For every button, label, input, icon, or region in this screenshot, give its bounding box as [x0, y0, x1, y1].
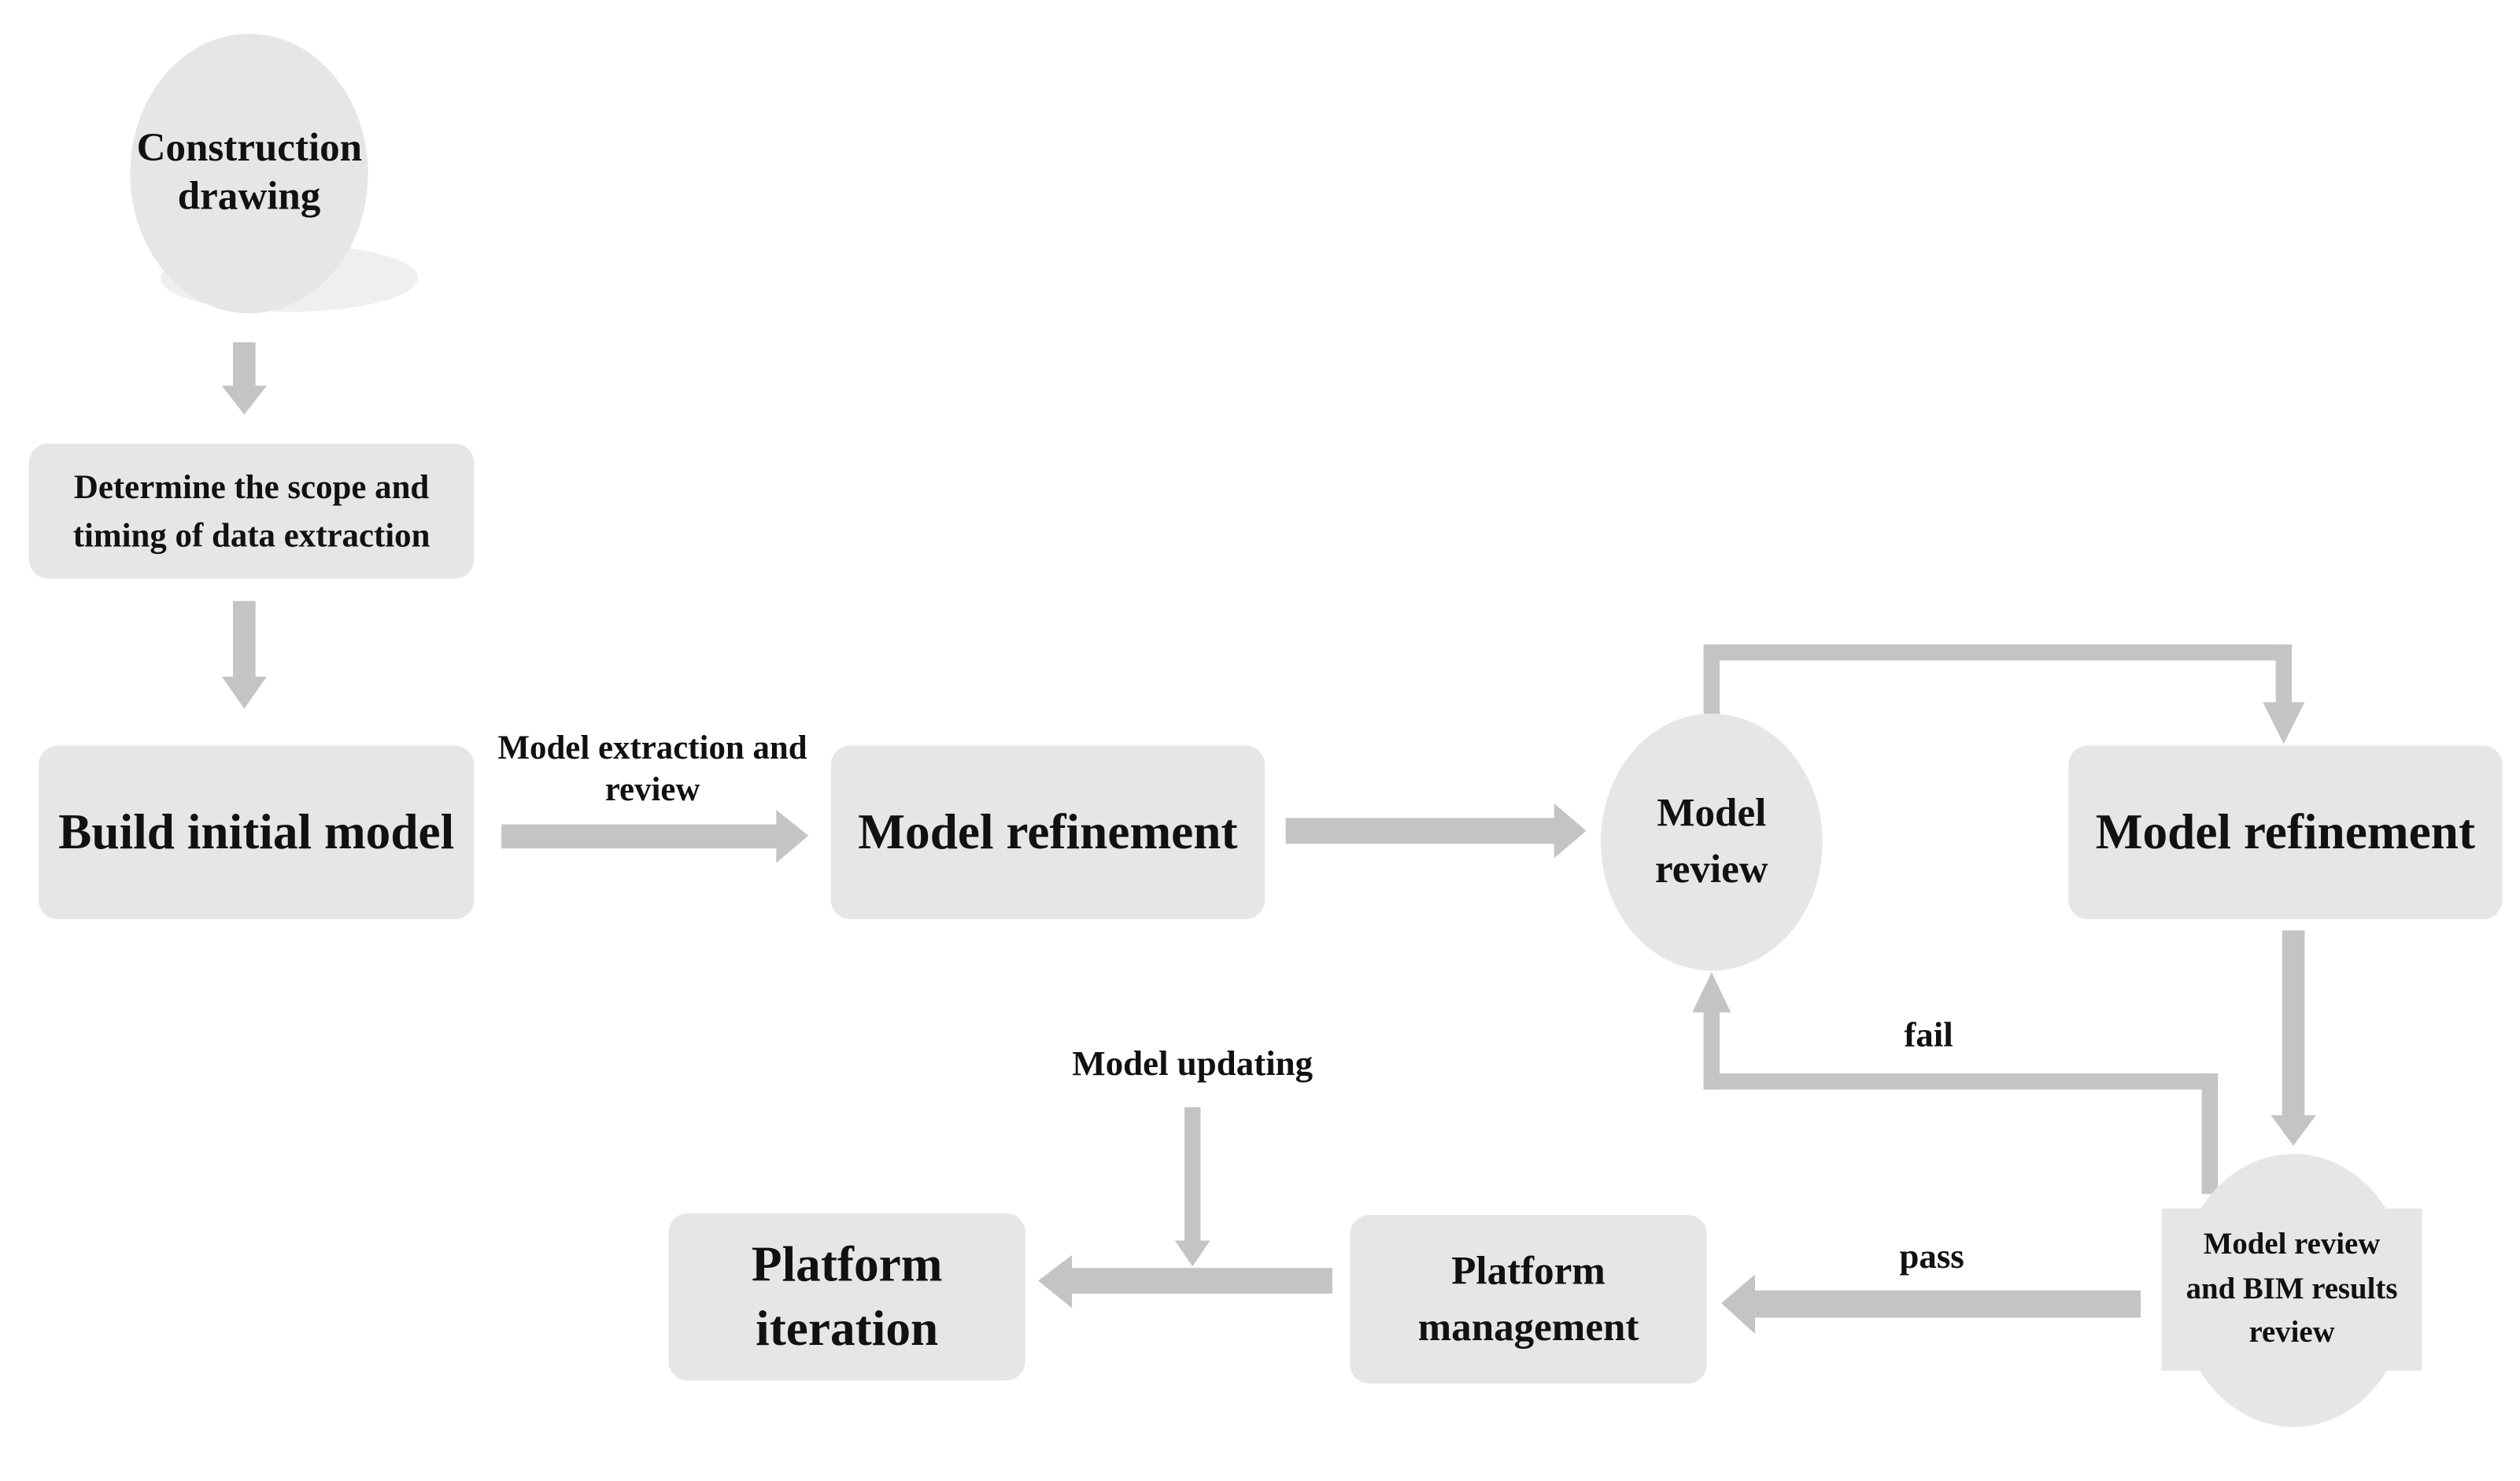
arrow-model-updating: [1174, 1107, 1210, 1267]
node-platform-iteration: Platform iteration: [668, 1213, 1025, 1381]
arrow-fail-loop: [1692, 972, 2219, 1195]
label-fail: fail: [1904, 1014, 1953, 1054]
arrow-management-to-iteration: [1038, 1254, 1332, 1309]
platform-management-label: Platform management: [1417, 1249, 1639, 1350]
construction-drawing-label: Construction drawing: [136, 127, 363, 219]
arrow-pass: [1721, 1274, 2141, 1334]
model-refinement-2-label: Model refinement: [2095, 803, 2475, 861]
arrow-refinement2-to-bim-review: [2271, 930, 2316, 1147]
build-initial-model-label: Build initial model: [58, 803, 455, 861]
label-extraction-review: Model extraction and review: [497, 728, 807, 809]
model-review-label: Model review: [1655, 792, 1768, 892]
arrow-build-to-refinement: [501, 810, 809, 863]
label-model-updating: Model updating: [1072, 1043, 1314, 1084]
node-model-refinement-1: Model refinement: [830, 745, 1266, 920]
platform-iteration-label: Platform iteration: [751, 1235, 943, 1357]
node-determine-scope: Determine the scope and timing of data e…: [28, 443, 475, 579]
node-model-review: Model review: [1600, 713, 1823, 971]
arrow-review-to-refinement2: [1703, 644, 2305, 744]
node-platform-management: Platform management: [1350, 1214, 1707, 1384]
model-refinement-1-label: Model refinement: [858, 803, 1238, 861]
arrow-refinement-to-review: [1285, 803, 1587, 859]
model-and-bim-review-label: Model review and BIM results review: [2186, 1228, 2398, 1350]
node-model-and-bim-review: Model review and BIM results review: [2161, 1208, 2422, 1371]
node-construction-drawing: Construction drawing: [130, 33, 368, 314]
node-model-refinement-2: Model refinement: [2068, 745, 2503, 920]
determine-scope-label: Determine the scope and timing of data e…: [72, 467, 430, 555]
node-build-initial-model: Build initial model: [39, 745, 475, 920]
arrow-scope-to-build: [221, 600, 267, 709]
arrow-drawing-to-scope: [221, 342, 267, 415]
label-pass: pass: [1899, 1235, 1964, 1276]
